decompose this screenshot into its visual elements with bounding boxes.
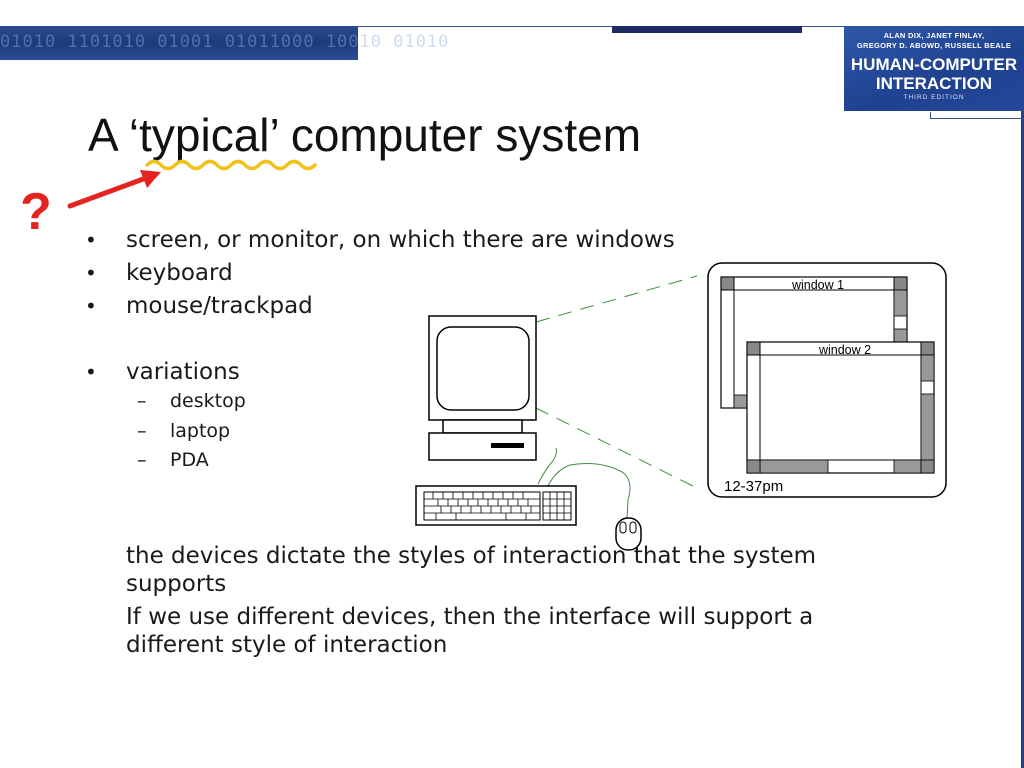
bullet-item: • mouse/trackpad <box>85 290 675 323</box>
squiggle-underline <box>145 159 317 171</box>
sub-bullet-symbol: – <box>137 419 147 442</box>
bullet-text: screen, or monitor, on which there are w… <box>126 227 675 253</box>
devices-dictate-text: the devices dictate the styles of intera… <box>126 543 817 597</box>
bullet-text: variations <box>126 359 240 385</box>
red-arrow <box>67 170 161 209</box>
keyboard-icon <box>415 485 577 526</box>
bullet-item: • variations <box>85 356 675 389</box>
authors-line-2: GREGORY D. ABOWD, RUSSELL BEALE <box>856 41 1012 50</box>
bullet-text: keyboard <box>126 260 233 286</box>
window-1-label: window 1 <box>791 278 844 292</box>
sub-bullet-list: –desktop –laptop –PDA <box>137 387 246 476</box>
screen-illustration: window 1 window 2 12-37pm <box>707 262 947 498</box>
book-cover-logo: ALAN DIX, JANET FINLAY, GREGORY D. ABOWD… <box>844 26 1024 111</box>
bullet-item: • keyboard <box>85 257 675 290</box>
bullet-list: • screen, or monitor, on which there are … <box>85 224 675 389</box>
projection-line-bottom <box>535 407 698 489</box>
window-2: window 2 <box>746 341 935 474</box>
logo-underline <box>930 112 1023 119</box>
mouse-cable <box>547 463 631 519</box>
sub-bullet-text: desktop <box>170 390 246 412</box>
header-accent-bar <box>612 26 802 33</box>
window-2-label: window 2 <box>818 343 871 357</box>
sub-bullet-text: laptop <box>170 419 231 442</box>
keyboard-cable <box>537 447 557 485</box>
question-mark: ? <box>20 183 52 241</box>
sub-bullet-symbol: – <box>137 390 147 412</box>
header-rule <box>358 26 848 27</box>
bullet-symbol: • <box>85 294 97 318</box>
book-title-line-1: HUMAN-COMPUTER <box>850 55 1018 74</box>
bullet-symbol: • <box>85 228 97 252</box>
bullet-symbol: • <box>85 360 97 384</box>
authors-line-1: ALAN DIX, JANET FINLAY, <box>883 31 985 40</box>
clock-text: 12-37pm <box>724 478 783 495</box>
monitor-icon <box>428 315 537 461</box>
bullet-symbol: • <box>85 261 97 285</box>
different-devices-text: If we use different devices, then the in… <box>126 604 814 658</box>
right-edge-bar <box>1021 26 1024 768</box>
sub-bullet-item: – PDA <box>137 446 246 476</box>
sub-bullet-item: –laptop <box>137 417 246 447</box>
mouse-icon <box>615 517 642 551</box>
header-banner: 01010 1101010 01001 01011000 10010 01010 <box>0 26 448 60</box>
slide-title: A ‘typical’ computer system <box>88 109 642 161</box>
bullet-item: • screen, or monitor, on which there are … <box>85 224 675 257</box>
projection-line-top <box>535 275 698 323</box>
binary-pattern: 01010 1101010 01001 01011000 10010 01010 <box>0 32 450 52</box>
sub-bullet-text: PDA <box>170 449 209 471</box>
edition-label: THIRD EDITION <box>903 94 965 101</box>
book-title-line-2: INTERACTION <box>875 74 993 93</box>
bullet-text: mouse/trackpad <box>126 293 313 319</box>
sub-bullet-symbol: – <box>137 449 147 471</box>
sub-bullet-item: – desktop <box>137 387 246 417</box>
